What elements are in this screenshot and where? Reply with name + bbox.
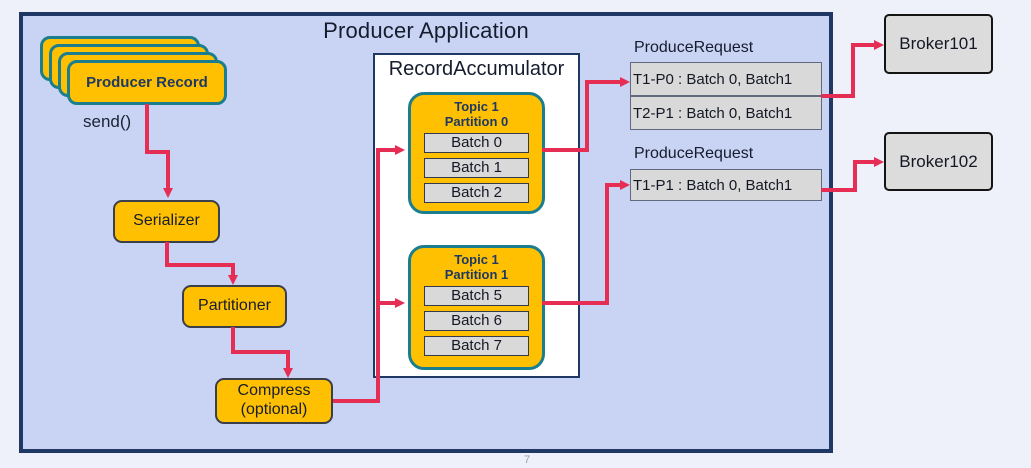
batch-row: Batch 7 <box>424 336 529 357</box>
partition0-label: Partition 0 <box>444 114 509 130</box>
record-accumulator-box: RecordAccumulator Topic 1 Partition 0 Ba… <box>373 53 580 378</box>
partition1-topic-label: Topic 1 <box>454 252 499 267</box>
compress-sublabel: (optional) <box>240 401 308 418</box>
partitioner-node: Partitioner <box>182 285 287 328</box>
batch-row: Batch 2 <box>424 183 529 204</box>
producer-record-stack: Producer Record <box>40 36 240 118</box>
topic1-partition1-node: Topic 1 Partition 1 Batch 5 Batch 6 Batc… <box>408 245 545 370</box>
produce-request-1-title: ProduceRequest <box>634 39 754 56</box>
produce-request-1-item: T1-P0 : Batch 0, Batch1 <box>630 62 822 96</box>
broker102-label: Broker102 <box>899 151 978 171</box>
partition0-batches: Batch 0 Batch 1 Batch 2 <box>411 133 542 204</box>
produce-request-2-title: ProduceRequest <box>634 145 754 162</box>
broker102-node: Broker102 <box>884 132 993 191</box>
batch-row: Batch 5 <box>424 286 529 307</box>
partition1-label: Partition 1 <box>444 267 509 283</box>
produce-request-1-item: T2-P1 : Batch 0, Batch1 <box>630 96 822 130</box>
broker101-label: Broker101 <box>899 34 978 53</box>
compress-label: Compress <box>237 382 311 400</box>
slide-page-number: 7 <box>523 454 531 466</box>
produce-request-2-item: T1-P1 : Batch 0, Batch1 <box>630 169 822 201</box>
page-title: Producer Application <box>323 18 529 43</box>
batch-row: Batch 1 <box>424 158 529 179</box>
producer-record-card: Producer Record <box>67 60 227 105</box>
batch-row: Batch 6 <box>424 311 529 332</box>
record-accumulator-title: RecordAccumulator <box>388 58 565 80</box>
topic1-partition0-node: Topic 1 Partition 0 Batch 0 Batch 1 Batc… <box>408 92 545 214</box>
batch-row: Batch 0 <box>424 133 529 154</box>
broker101-node: Broker101 <box>884 14 993 74</box>
serializer-label: Serializer <box>133 212 200 230</box>
compress-node: Compress (optional) <box>215 378 333 424</box>
partition0-topic-label: Topic 1 <box>454 99 499 114</box>
send-label: send() <box>83 112 132 131</box>
partitioner-label: Partitioner <box>198 297 271 315</box>
partition1-batches: Batch 5 Batch 6 Batch 7 <box>411 286 542 357</box>
serializer-node: Serializer <box>113 200 220 243</box>
producer-record-label: Producer Record <box>86 74 208 91</box>
